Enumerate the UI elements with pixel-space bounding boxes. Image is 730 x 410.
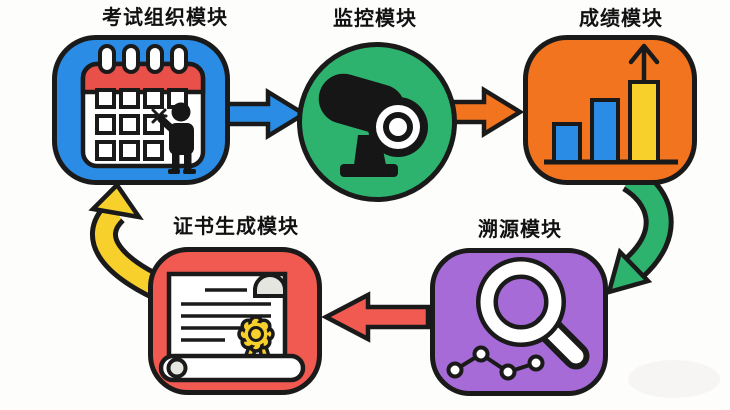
label-certificate-generation: 证书生成模块 <box>173 216 299 238</box>
sheet-corner-curl <box>253 273 287 298</box>
label-traceability: 溯源模块 <box>478 219 562 241</box>
person-writing-icon <box>157 102 196 174</box>
node-monitoring <box>297 42 457 202</box>
label-score: 成绩模块 <box>579 8 663 30</box>
bar-mid <box>590 98 620 164</box>
label-monitoring: 监控模块 <box>333 8 417 30</box>
certificate-text-lines <box>181 288 271 342</box>
arrow-monitoring-to-score-icon <box>447 85 525 139</box>
trend-line-dots <box>446 345 545 381</box>
calendar-scheduler-icon <box>80 44 206 174</box>
scroll-roll-curl <box>166 357 188 379</box>
arrow-score-to-traceability-icon <box>605 165 674 296</box>
node-certificate-generation <box>148 247 322 395</box>
arrow-traceability-to-certificate-icon <box>321 291 431 343</box>
magnifying-glass-icon <box>476 257 590 370</box>
node-score <box>523 35 697 185</box>
scroll-roll <box>158 353 306 383</box>
bar-low <box>552 122 582 164</box>
growth-arrow-icon <box>628 43 660 83</box>
node-traceability <box>430 248 608 396</box>
label-exam-organization: 考试组织模块 <box>102 7 228 29</box>
cctv-camera-icon <box>318 73 428 177</box>
background-smudge <box>628 360 720 398</box>
certificate-scroll-icon <box>158 271 306 383</box>
magnifier-trend-icon <box>446 257 590 381</box>
camera-lens <box>368 97 428 157</box>
node-exam-organization <box>52 35 230 185</box>
calendar-day-cells <box>95 88 188 161</box>
bar-high <box>628 80 660 164</box>
calendar-binder-rings <box>98 44 188 74</box>
arrow-exam-to-monitoring-icon <box>223 87 309 141</box>
rising-bar-chart-icon <box>544 43 678 165</box>
